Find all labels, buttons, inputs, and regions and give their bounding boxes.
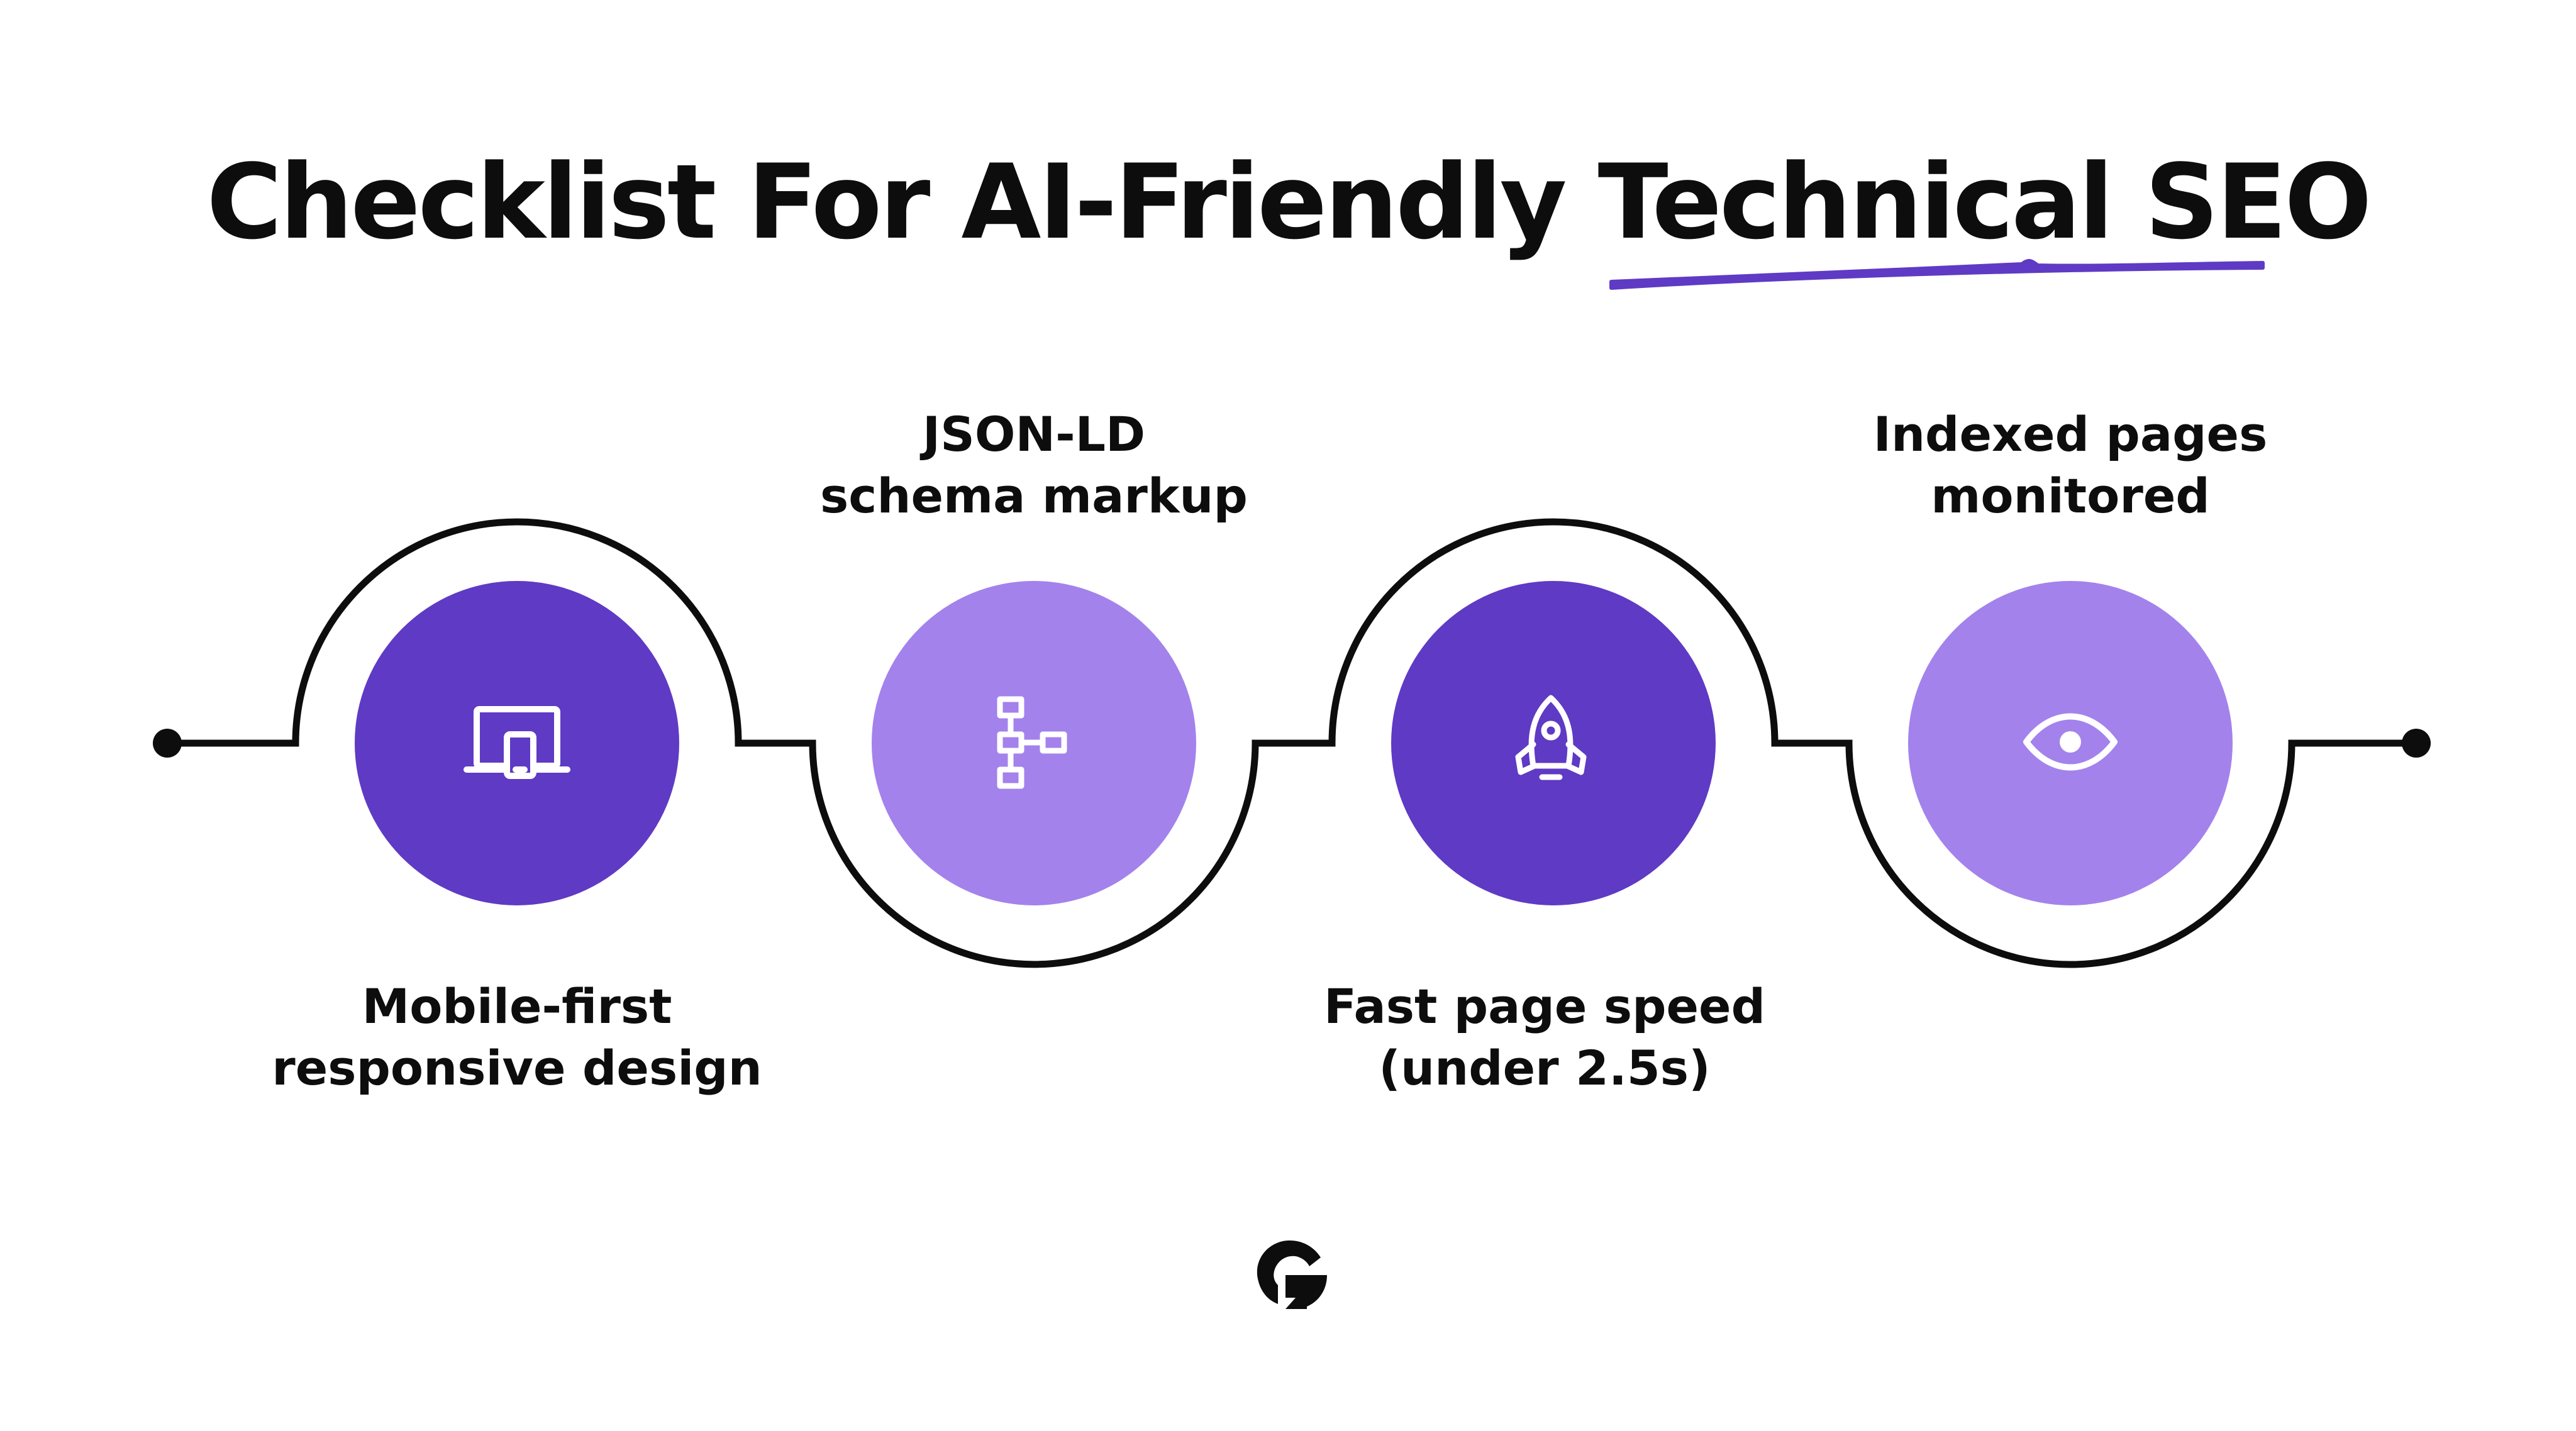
- eye-icon: [2023, 713, 2118, 771]
- sitemap-icon: [997, 696, 1067, 789]
- brand-logo-icon: [1257, 1240, 1327, 1309]
- connector-line: [167, 518, 2416, 968]
- step-label-2: JSON-LD schema markup: [820, 406, 1248, 524]
- step-label-3: Fast page speed (under 2.5s): [1324, 978, 1765, 1096]
- laptop-mobile-icon: [464, 706, 570, 779]
- end-dot: [2402, 729, 2431, 758]
- rocket-icon: [1515, 695, 1587, 780]
- start-dot: [153, 729, 182, 758]
- step-label-4: Indexed pages monitored: [1873, 406, 2268, 524]
- page-title: Checklist For AI-Friendly Technical SEO: [206, 142, 2372, 262]
- step-label-1: Mobile-first responsive design: [272, 978, 762, 1096]
- title-underline: [1609, 259, 2265, 290]
- step-circle-3: [1391, 581, 1716, 905]
